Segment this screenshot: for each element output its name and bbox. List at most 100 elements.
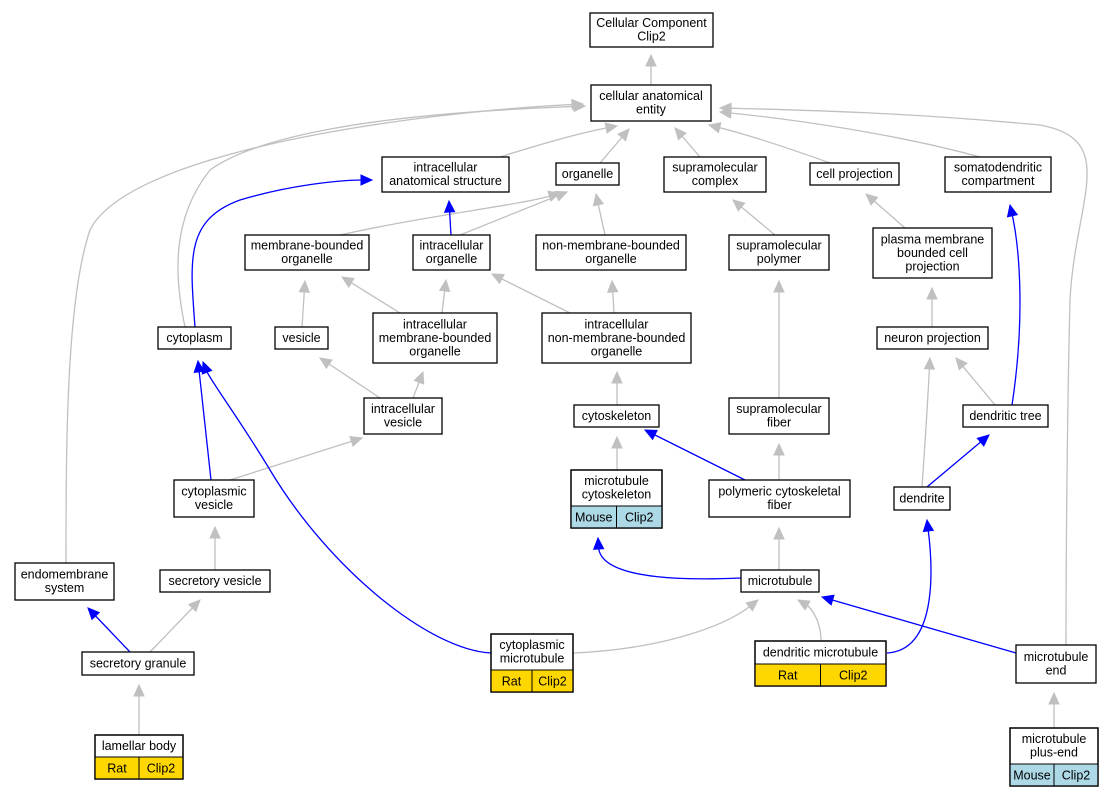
- edge-mtc-to-csk: [611, 435, 623, 470]
- edge-smp-to-smc: [732, 199, 776, 236]
- node-label-line: compartment: [962, 174, 1035, 188]
- species-cell-label: Clip2: [1062, 769, 1091, 783]
- edge-ves-to-mbo: [298, 279, 311, 328]
- node-label-line: secretory granule: [90, 656, 187, 670]
- node-label-line: microtubule: [1022, 732, 1087, 746]
- node-label-line: neuron projection: [884, 331, 981, 345]
- edge-pcf-to-csk: [643, 429, 746, 481]
- node-label-line: non-membrane-bounded: [548, 331, 686, 345]
- node-label-line: bounded cell: [897, 246, 968, 260]
- edge-sg-to-ems: [87, 607, 131, 653]
- node-mt[interactable]: microtubule: [740, 569, 820, 593]
- edge-den-to-np: [921, 356, 936, 488]
- edge-dmt-to-den: [886, 518, 935, 654]
- node-dt[interactable]: dendritic tree: [962, 404, 1049, 428]
- edge-ems-to-cae: [65, 98, 585, 564]
- node-np[interactable]: neuron projection: [876, 326, 989, 350]
- node-label-line: Clip2: [637, 30, 666, 44]
- edge-io-to-ias: [443, 199, 456, 236]
- node-box: [381, 156, 510, 193]
- node-den[interactable]: dendrite: [893, 486, 951, 511]
- node-sv[interactable]: secretory vesicle: [159, 569, 271, 593]
- species-cell-label: Mouse: [1013, 769, 1051, 783]
- edge-cyto-to-ias: [191, 174, 374, 328]
- node-label-line: cytoplasmic: [181, 485, 246, 499]
- species-cell-label: Rat: [778, 669, 798, 683]
- edge-mt-to-pcf: [773, 526, 785, 570]
- species-cell-label: Clip2: [625, 511, 654, 525]
- node-label-line: microtubule: [584, 474, 649, 488]
- node-box: [412, 234, 491, 271]
- node-label-line: intracellular: [414, 161, 478, 175]
- edge-mte-to-mt: [820, 594, 1017, 654]
- node-label-line: organelle: [426, 252, 477, 266]
- node-csk[interactable]: cytoskeleton: [573, 404, 660, 428]
- species-cell-label: Rat: [502, 675, 522, 689]
- node-org[interactable]: organelle: [555, 162, 620, 186]
- node-inmbo[interactable]: intracellularnon-membrane-boundedorganel…: [541, 312, 692, 364]
- edge-cyto-to-cae: [177, 100, 587, 328]
- node-box: [541, 312, 692, 364]
- node-box: [876, 326, 989, 350]
- edge-dt-to-np: [955, 357, 996, 406]
- node-box: [555, 162, 620, 186]
- node-label-line: membrane-bounded: [379, 331, 492, 345]
- node-label-line: cytoskeleton: [582, 488, 652, 502]
- node-label-line: supramolecular: [736, 239, 821, 253]
- species-cell-label: Rat: [107, 762, 127, 776]
- node-label-line: system: [45, 581, 85, 595]
- node-box: [372, 312, 498, 364]
- edge-cv-to-cyto: [193, 359, 212, 481]
- species-cell-label: Mouse: [575, 511, 613, 525]
- node-label-line: membrane-bounded: [251, 239, 364, 253]
- node-sg[interactable]: secretory granule: [81, 651, 195, 676]
- edge-lb-to-sg: [133, 683, 145, 735]
- node-label-line: intracellular: [403, 317, 467, 331]
- node-label-line: lamellar body: [102, 739, 177, 753]
- edge-cv-to-iv: [229, 435, 364, 481]
- node-box: [590, 84, 712, 122]
- node-label-line: vesicle: [282, 331, 320, 345]
- node-ves[interactable]: vesicle: [274, 326, 329, 350]
- edge-inmbo-to-io: [490, 273, 571, 314]
- edge-dt-to-sdc: [1006, 203, 1021, 406]
- edge-imbo-to-mbo: [340, 276, 401, 314]
- node-label-line: entity: [636, 103, 667, 117]
- node-label-line: fiber: [767, 498, 791, 512]
- node-label-line: non-membrane-bounded: [542, 239, 680, 253]
- edge-inmbo-to-nmbo: [606, 279, 619, 314]
- node-cp[interactable]: cell projection: [809, 162, 900, 186]
- node-label-line: secretory vesicle: [168, 574, 261, 588]
- node-box: [81, 651, 195, 676]
- edge-cmt-to-mt: [572, 599, 759, 654]
- node-box: [708, 479, 851, 518]
- node-label-line: anatomical structure: [389, 174, 502, 188]
- node-cyto[interactable]: cytoplasm: [157, 326, 232, 350]
- edge-sg-to-sv: [149, 599, 201, 653]
- edge-org-to-cae: [599, 128, 630, 164]
